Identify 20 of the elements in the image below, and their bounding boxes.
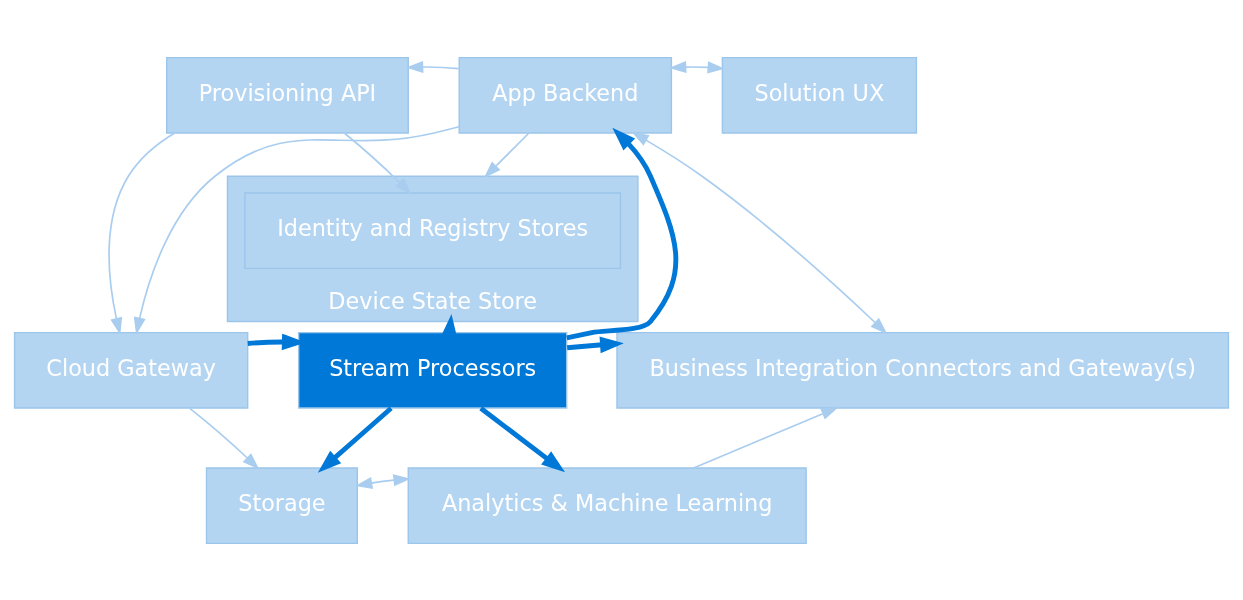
arrow [566, 127, 679, 340]
arrow [343, 131, 412, 195]
arrow [405, 60, 460, 73]
node-box: Cloud Gateway [13, 331, 249, 409]
node-box: Solution UX [721, 56, 918, 134]
node-box: Business Integration Connectors and Gateway(s) [616, 331, 1230, 409]
node-box: App Backend [458, 56, 673, 134]
arrow [479, 405, 566, 472]
arrow [188, 406, 260, 470]
arrow [108, 131, 176, 335]
arrow [483, 131, 530, 178]
arrow [631, 131, 888, 334]
arrow [692, 406, 839, 469]
node-box: Storage [205, 466, 358, 544]
node-box: Analytics & Machine Learning [407, 466, 807, 544]
arrow [668, 60, 725, 73]
arrow [355, 473, 411, 489]
node-box: Provisioning API [166, 56, 409, 134]
arrow [566, 336, 624, 353]
arrow [317, 405, 393, 473]
